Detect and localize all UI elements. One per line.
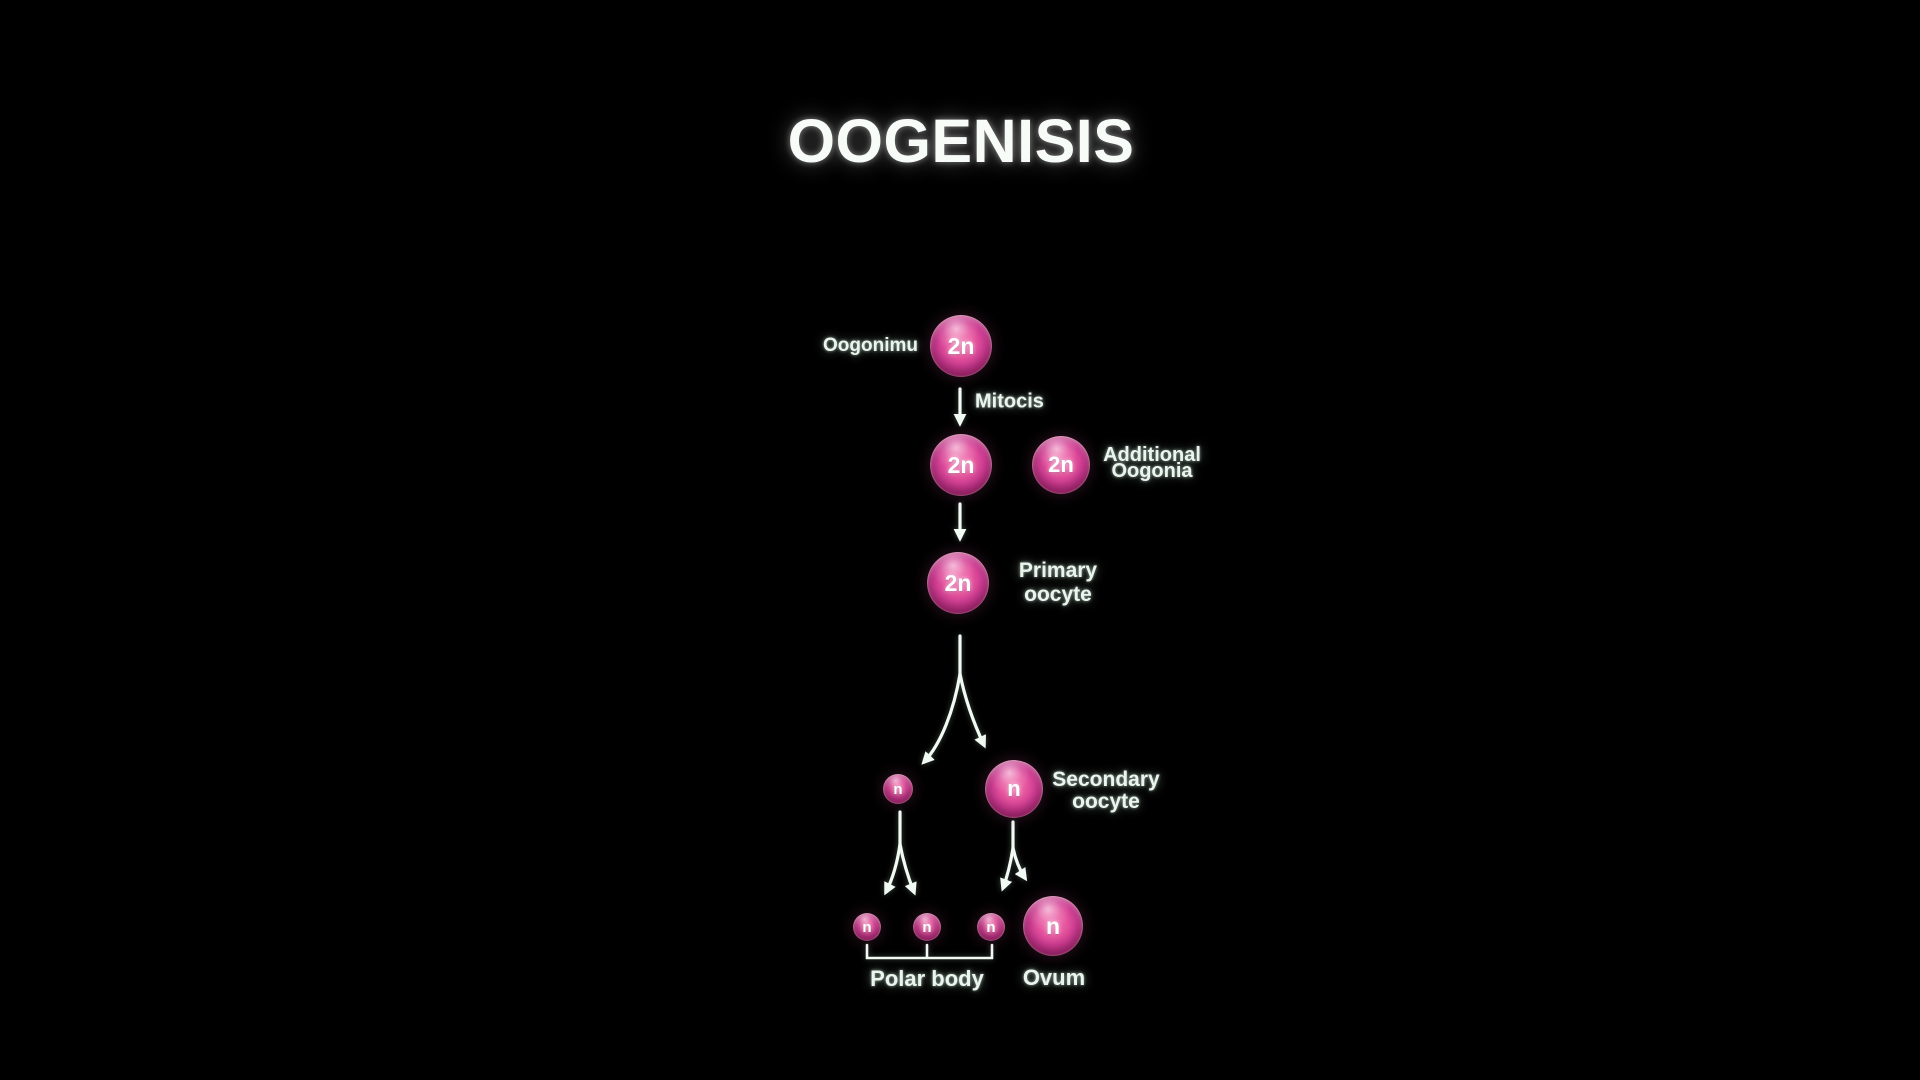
- cell-polar-body-3: n: [977, 913, 1005, 941]
- label-oogonium: Oogonimu: [823, 335, 918, 356]
- label-additional-oogonia: Additional Oogonia: [1103, 444, 1201, 482]
- cell-secondary-oocyte: n: [985, 760, 1043, 818]
- ploidy-n: n: [862, 918, 872, 936]
- meiosis2-left-branch-left: [884, 842, 902, 896]
- label-ovum: Ovum: [1022, 965, 1086, 990]
- ploidy-2n: 2n: [947, 332, 975, 359]
- meiosis1-branch-left: [921, 672, 962, 765]
- diagram-title: OOGENISIS: [787, 107, 1135, 175]
- cell-oogonium: 2n: [930, 315, 992, 377]
- polar-body-bracket: [865, 943, 994, 960]
- label-primary-oocyte: Primary oocyte: [1019, 559, 1097, 607]
- cell-first-polar-body: n: [883, 774, 913, 804]
- label-primary-oocyte-line2: oocyte: [1024, 583, 1092, 606]
- ploidy-n: n: [1045, 912, 1061, 939]
- ploidy-n: n: [1007, 776, 1021, 801]
- meiosis2-right-branch-right: [1011, 846, 1028, 882]
- meiosis2-right-branch-left: [1000, 846, 1015, 892]
- label-primary-oocyte-line1: Primary: [1018, 559, 1098, 582]
- ploidy-2n: 2n: [944, 569, 972, 596]
- cell-daughter-oogonium: 2n: [930, 434, 992, 496]
- label-secondary-oocyte-line1: Secondary: [1052, 768, 1160, 791]
- label-additional-oogonia-line1: Additional: [1103, 444, 1201, 466]
- cell-polar-body-2: n: [913, 913, 941, 941]
- ploidy-2n: 2n: [1048, 452, 1074, 477]
- ploidy-n: n: [893, 780, 903, 798]
- ploidy-n: n: [986, 918, 996, 936]
- label-additional-oogonia-line2: Oogonia: [1111, 460, 1193, 482]
- label-secondary-oocyte: Secondary oocyte: [1052, 769, 1159, 813]
- label-secondary-oocyte-line2: oocyte: [1072, 790, 1140, 813]
- meiosis1-branch-right: [958, 672, 986, 749]
- ploidy-2n: 2n: [947, 451, 975, 478]
- cell-ovum: n: [1023, 896, 1083, 956]
- cell-polar-body-1: n: [853, 913, 881, 941]
- cell-additional-oogonium: 2n: [1032, 436, 1090, 494]
- label-polar-body: Polar body: [870, 966, 984, 991]
- cell-primary-oocyte: 2n: [927, 552, 989, 614]
- label-mitosis: Mitocis: [975, 390, 1044, 413]
- meiosis2-left-branch-right: [898, 842, 917, 896]
- ploidy-n: n: [922, 918, 932, 936]
